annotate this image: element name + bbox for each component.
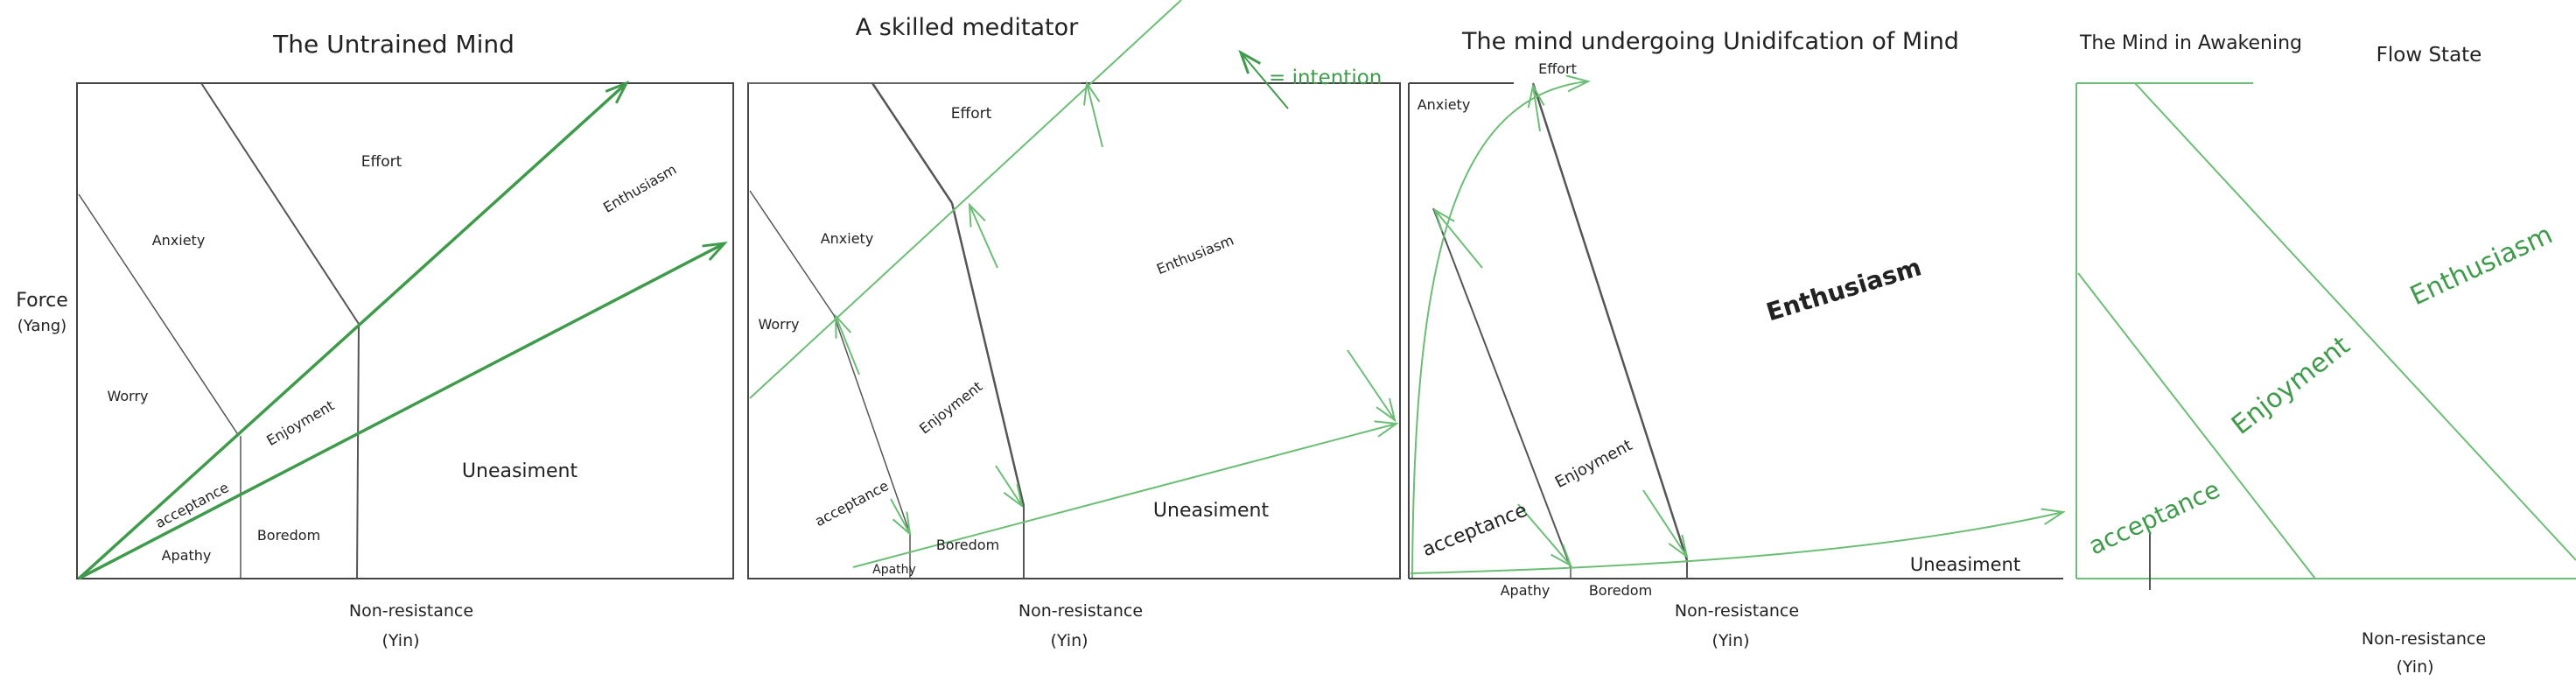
region-divider [950,202,1026,507]
panel-title: A skilled meditator [856,14,1079,41]
intention-arrow [1433,207,1483,269]
region-label-boredom: Boredom [257,527,320,544]
intention-legend-arrow [1241,53,1289,109]
region-divider [200,82,360,325]
intention-arrow [834,313,860,376]
growth-curve [1411,74,1591,579]
region-label-enthusiasm: Enthusiasm [2405,220,2557,312]
intention-arrow [1083,81,1103,148]
region-label-enjoyment: Enjoyment [263,397,337,449]
region-label-boredom: Boredom [1589,582,1652,599]
region-divider [749,190,835,316]
region-divider [1531,82,1689,561]
region-label-effort: Effort [951,105,992,123]
region-label-anxiety: Anxiety [821,230,874,247]
intention-arrow [1642,489,1689,559]
panel-subtitle: Flow State [2376,44,2482,67]
region-label-enjoyment: Enjoyment [916,378,985,438]
panel-title: The mind undergoing Unidifcation of Mind [1461,28,1959,55]
region-divider [1432,207,1572,568]
region-label-enjoyment: Enjoyment [1552,436,1635,492]
panel-unification-of-mind: The mind undergoing Unidifcation of Mind… [1408,28,2066,650]
region-label-acceptance: acceptance [2084,474,2224,560]
force-axis-label: Force [16,290,68,312]
growth-curve [1410,508,2066,574]
region-label-boredom: Boredom [936,537,999,553]
panel-title: The Mind in Awakening [2079,32,2302,54]
growth-line [852,420,1399,568]
region-label-enthusiasm: Enthusiasm [600,161,679,216]
intention-legend: = intention [1269,67,1382,89]
region-label-anxiety: Anxiety [1418,96,1471,113]
panel-mind-in-awakening: The Mind in Awakening Flow State Enthusi… [2076,32,2576,677]
non-resistance-axis-label: Non-resistance [2362,629,2486,649]
growth-line [749,0,1182,399]
region-divider [833,314,911,535]
non-resistance-axis-label: Non-resistance [349,601,473,621]
region-label-acceptance: acceptance [1419,500,1530,562]
panel-untrained-mind: The Untrained Mind Force (Yang) Effort A… [16,30,734,650]
region-label-enjoyment: Enjoyment [2226,330,2356,441]
region-divider [2134,82,2576,561]
region-label-worry: Worry [758,316,799,333]
region-label-worry: Worry [107,388,148,404]
intention-arrow [995,465,1024,509]
region-label-effort: Effort [361,153,402,171]
region-label-apathy: Apathy [1501,582,1550,599]
intention-arrow [78,243,724,580]
yin-axis-label: (Yin) [382,631,419,650]
yin-axis-label: (Yin) [2396,657,2433,677]
region-divider [356,323,360,579]
region-label-apathy: Apathy [162,547,212,564]
region-divider [78,193,240,437]
panel-title: The Untrained Mind [272,30,514,59]
region-label-anxiety: Anxiety [152,232,206,249]
diagram-frame [76,82,734,579]
intention-arrow [1527,83,1545,132]
intention-arrow [77,83,626,580]
yin-axis-label: (Yin) [1050,631,1088,650]
intention-arrow [890,498,912,537]
yang-axis-label: (Yang) [18,317,66,335]
yin-axis-label: (Yin) [1712,631,1749,650]
panel-skilled-meditator: A skilled meditator = intention Effort A… [747,0,1401,650]
region-label-enthusiasm: Enthusiasm [1763,252,1925,326]
non-resistance-axis-label: Non-resistance [1018,601,1143,621]
region-label-apathy: Apathy [872,563,916,577]
region-divider [871,82,954,204]
intention-arrow [968,202,998,269]
region-label-uneasiment: Uneasiment [1910,554,2020,575]
intention-arrow [1347,349,1396,423]
region-label-acceptance: acceptance [812,477,891,530]
region-label-uneasiment: Uneasiment [1153,500,1270,522]
region-label-effort: Effort [1538,60,1577,77]
region-label-enthusiasm: Enthusiasm [1154,232,1236,278]
non-resistance-axis-label: Non-resistance [1675,601,1799,621]
intention-arrow [1517,503,1572,568]
region-divider [2077,272,2316,579]
region-label-uneasiment: Uneasiment [462,460,578,482]
